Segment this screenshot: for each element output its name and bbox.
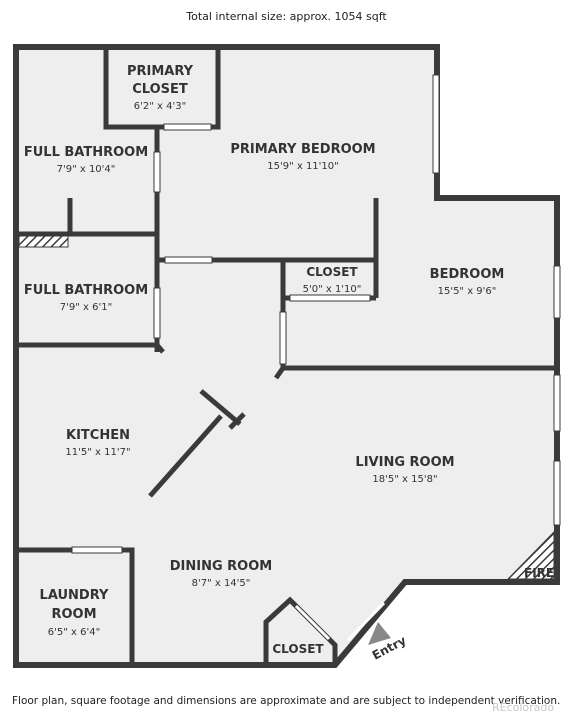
- closet-mid-dims: 5'0" x 1'10": [303, 284, 362, 295]
- fireplace: [506, 530, 555, 580]
- primary-closet-label-2: CLOSET: [132, 82, 188, 97]
- openings: [71, 74, 561, 554]
- closet-entry-label: CLOSET: [272, 642, 324, 656]
- living-room-dims: 18'5" x 15'8": [372, 474, 437, 485]
- primary-closet-dims: 6'2" x 4'3": [134, 101, 186, 112]
- laundry-room-label-2: ROOM: [51, 607, 96, 622]
- bedroom-dims: 15'5" x 9'6": [438, 286, 497, 297]
- disclaimer-note: Floor plan, square footage and dimension…: [12, 695, 561, 707]
- dining-room-label: DINING ROOM: [170, 559, 272, 574]
- entry-closet-door: [294, 604, 331, 641]
- dining-room-dims: 8'7" x 14'5": [192, 578, 251, 589]
- entry-arrow-icon: [368, 622, 391, 645]
- laundry-room-label-1: LAUNDRY: [40, 588, 109, 603]
- primary-bedroom-label: PRIMARY BEDROOM: [230, 142, 375, 157]
- primary-closet-label-1: PRIMARY: [127, 64, 194, 79]
- entry-door: [346, 601, 386, 642]
- living-room-label: LIVING ROOM: [355, 455, 454, 470]
- bathroom-hatch: [18, 235, 69, 248]
- laundry-room-dims: 6'5" x 6'4": [48, 627, 100, 638]
- full-bathroom-1-dims: 7'9" x 10'4": [57, 164, 116, 175]
- brand-watermark: REcolorado: [492, 701, 555, 714]
- fire-label: FIRE: [524, 566, 554, 580]
- closet-mid-label: CLOSET: [306, 265, 358, 279]
- primary-bedroom-dims: 15'9" x 11'10": [267, 161, 339, 172]
- kitchen-counter: [148, 389, 246, 498]
- kitchen-label: KITCHEN: [66, 428, 130, 443]
- full-bathroom-2-label: FULL BATHROOM: [24, 283, 148, 298]
- full-bathroom-2-dims: 7'9" x 6'1": [60, 302, 112, 313]
- total-size-note: Total internal size: approx. 1054 sqft: [186, 10, 387, 23]
- bedroom-label: BEDROOM: [430, 267, 505, 282]
- full-bathroom-1-label: FULL BATHROOM: [24, 145, 148, 160]
- kitchen-dims: 11'5" x 11'7": [65, 447, 130, 458]
